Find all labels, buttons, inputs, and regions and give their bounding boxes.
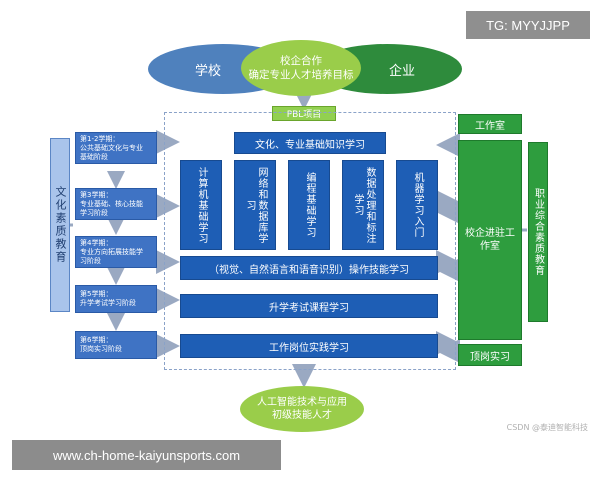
semester-2-line2: 专业基础、核心技能 [80, 199, 143, 208]
column-network-database: 网络和数据库学习 [234, 160, 276, 250]
culture-education-box: 文化素质教育 [50, 138, 70, 312]
semester-1-line1: 第1-2学期： [80, 134, 120, 143]
semester-1-line2: 公共基础文化与专业 [80, 143, 143, 152]
studio-box: 校企进驻工 作室 [458, 140, 522, 340]
internship-box: 顶岗实习 [458, 344, 522, 366]
studio-box-line1: 校企进驻工 [465, 228, 515, 239]
professional-quality-box: 职业综合素质教育 [528, 142, 548, 322]
semester-4-line1: 第5学期： [80, 290, 113, 298]
semester-box-2: 第3学期：专业基础、核心技能学习阶段 [75, 188, 157, 220]
practice-learning-bar: 工作岗位实践学习 [180, 334, 438, 358]
url-watermark: www.ch-home-kaiyunsports.com [12, 440, 281, 470]
semester-1-line3: 基础阶段 [80, 152, 108, 161]
column-data-processing: 数据处理和标注学习 [342, 160, 384, 250]
cooperation-oval: 校企合作 确定专业人才培养目标 [241, 40, 361, 96]
csdn-watermark: CSDN @泰迪智能科技 [506, 423, 588, 432]
studio-title: 工作室 [458, 114, 522, 134]
semester-3-line3: 习阶段 [80, 256, 101, 265]
pbl-frame [164, 112, 456, 370]
pbl-project-label: PBL项目 [272, 106, 336, 121]
cooperation-line1: 校企合作 [280, 55, 322, 67]
result-line1: 人工智能技术与应用 [257, 397, 347, 408]
cooperation-line2: 确定专业人才培养目标 [248, 69, 354, 81]
column-computer-basics: 计算机基础学习 [180, 160, 222, 250]
semester-2-line3: 学习阶段 [80, 208, 108, 217]
semester-box-1: 第1-2学期：公共基础文化与专业基础阶段 [75, 132, 157, 164]
skills-learning-bar: （视觉、自然语言和语音识别）操作技能学习 [180, 256, 438, 280]
knowledge-learning-bar: 文化、专业基础知识学习 [234, 132, 386, 154]
result-oval: 人工智能技术与应用 初级技能人才 [240, 386, 364, 432]
semester-5-line2: 顶岗实习阶段 [80, 345, 122, 353]
tg-watermark: TG: MYYJJPP [466, 11, 590, 39]
semester-box-4: 第5学期：升学考试学习阶段 [75, 285, 157, 313]
semester-2-line1: 第3学期： [80, 190, 113, 199]
result-line2: 初级技能人才 [272, 410, 332, 421]
enterprise-label: 企业 [388, 63, 415, 79]
semester-4-line2: 升学考试学习阶段 [80, 299, 136, 307]
semester-box-3: 第4学期：专业方向拓展技能学习阶段 [75, 236, 157, 268]
school-label: 学校 [194, 63, 221, 79]
column-machine-learning: 机器学习入门 [396, 160, 438, 250]
studio-box-line2: 作室 [480, 241, 500, 252]
column-programming: 编程基础学习 [288, 160, 330, 250]
semester-box-5: 第6学期：顶岗实习阶段 [75, 331, 157, 359]
semester-5-line1: 第6学期： [80, 336, 113, 344]
semester-3-line1: 第4学期： [80, 238, 113, 247]
exam-learning-bar: 升学考试课程学习 [180, 294, 438, 318]
semester-3-line2: 专业方向拓展技能学 [80, 247, 143, 256]
